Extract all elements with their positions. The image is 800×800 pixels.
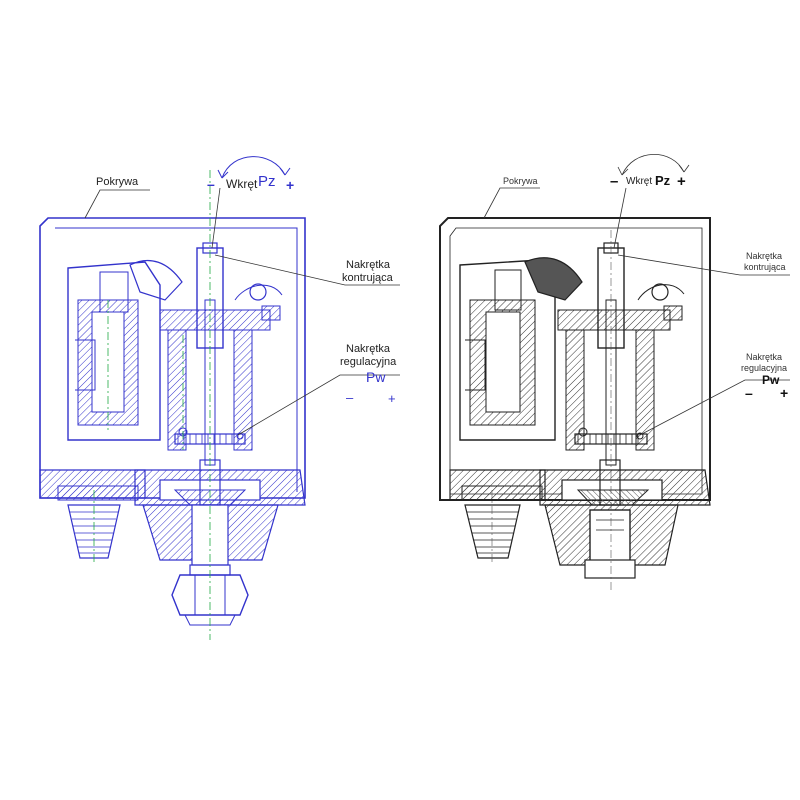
left-screw-minus: – — [207, 176, 215, 192]
right-rotation-arrow-icon — [617, 153, 690, 176]
left-screw-symbol: Pz — [258, 173, 276, 190]
right-adjust-minus: – — [745, 385, 753, 401]
right-lock-nut-line1: Nakrętka — [746, 251, 783, 261]
left-screw-plus: + — [286, 177, 295, 193]
right-adjust-nut-line2: regulacyjna — [741, 363, 788, 373]
right-centerlines — [491, 230, 612, 590]
left-lock-nut-line1: Nakrętka — [346, 259, 391, 271]
left-switch-housing — [67, 261, 161, 441]
left-hex-nut — [171, 574, 249, 616]
right-drawing — [439, 217, 711, 579]
left-lock-nut-line2: kontrująca — [342, 272, 393, 284]
right-screw-symbol: Pz — [655, 173, 671, 188]
right-adjust-plus: + — [780, 385, 789, 401]
right-lock-nut-line2: kontrująca — [744, 262, 786, 272]
left-adjust-plus: + — [388, 391, 396, 406]
left-rotation-arrow-icon — [217, 156, 291, 179]
right-leaders — [483, 187, 790, 436]
right-adjust-symbol: Pw — [762, 373, 780, 387]
left-adjust-nut-line2: regulacyjna — [340, 356, 397, 368]
right-screw-label: Wkręt — [626, 176, 653, 187]
left-leaders — [84, 187, 400, 436]
right-screw-plus: + — [677, 173, 686, 190]
left-adjust-symbol: Pw — [366, 369, 386, 385]
right-cone-thread — [464, 504, 521, 559]
left-cover-label: Pokrywa — [96, 176, 139, 188]
right-adjust-nut-line1: Nakrętka — [746, 352, 783, 362]
left-adjust-nut-line1: Nakrętka — [346, 343, 391, 355]
right-screw-minus: – — [610, 173, 619, 190]
right-cover-label: Pokrywa — [503, 176, 538, 186]
left-adjust-minus: – — [346, 390, 354, 405]
left-drawing — [39, 217, 306, 626]
left-centerlines — [93, 170, 211, 640]
left-screw-label: Wkręt — [226, 177, 258, 191]
